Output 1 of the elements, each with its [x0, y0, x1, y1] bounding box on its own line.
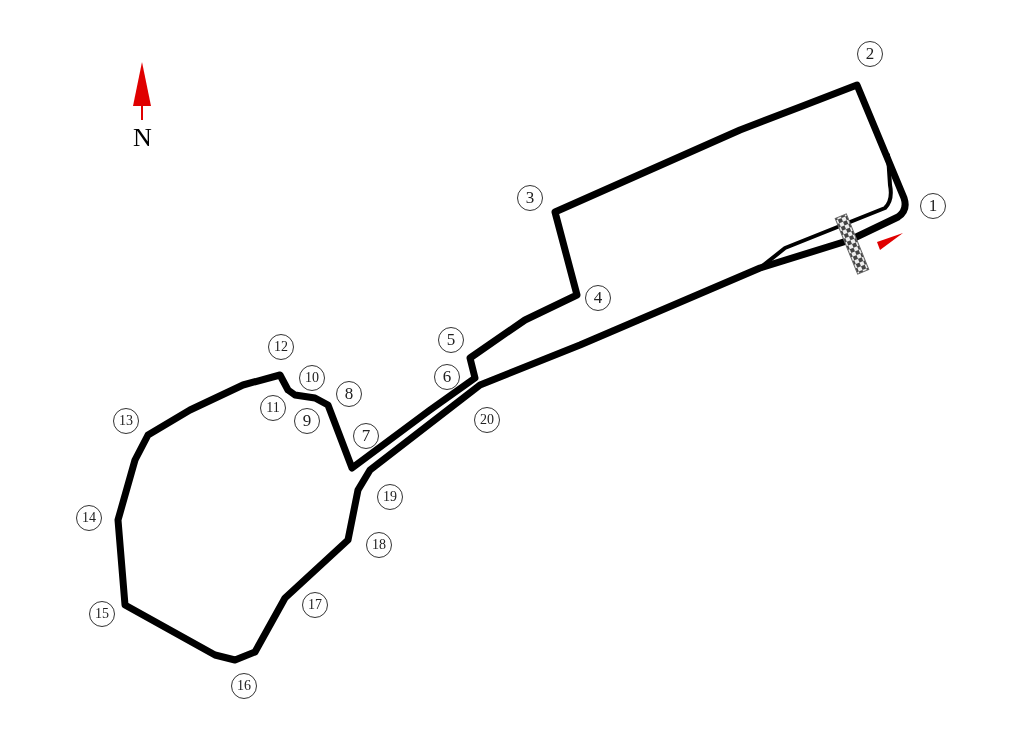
compass-letter: N — [133, 124, 152, 152]
